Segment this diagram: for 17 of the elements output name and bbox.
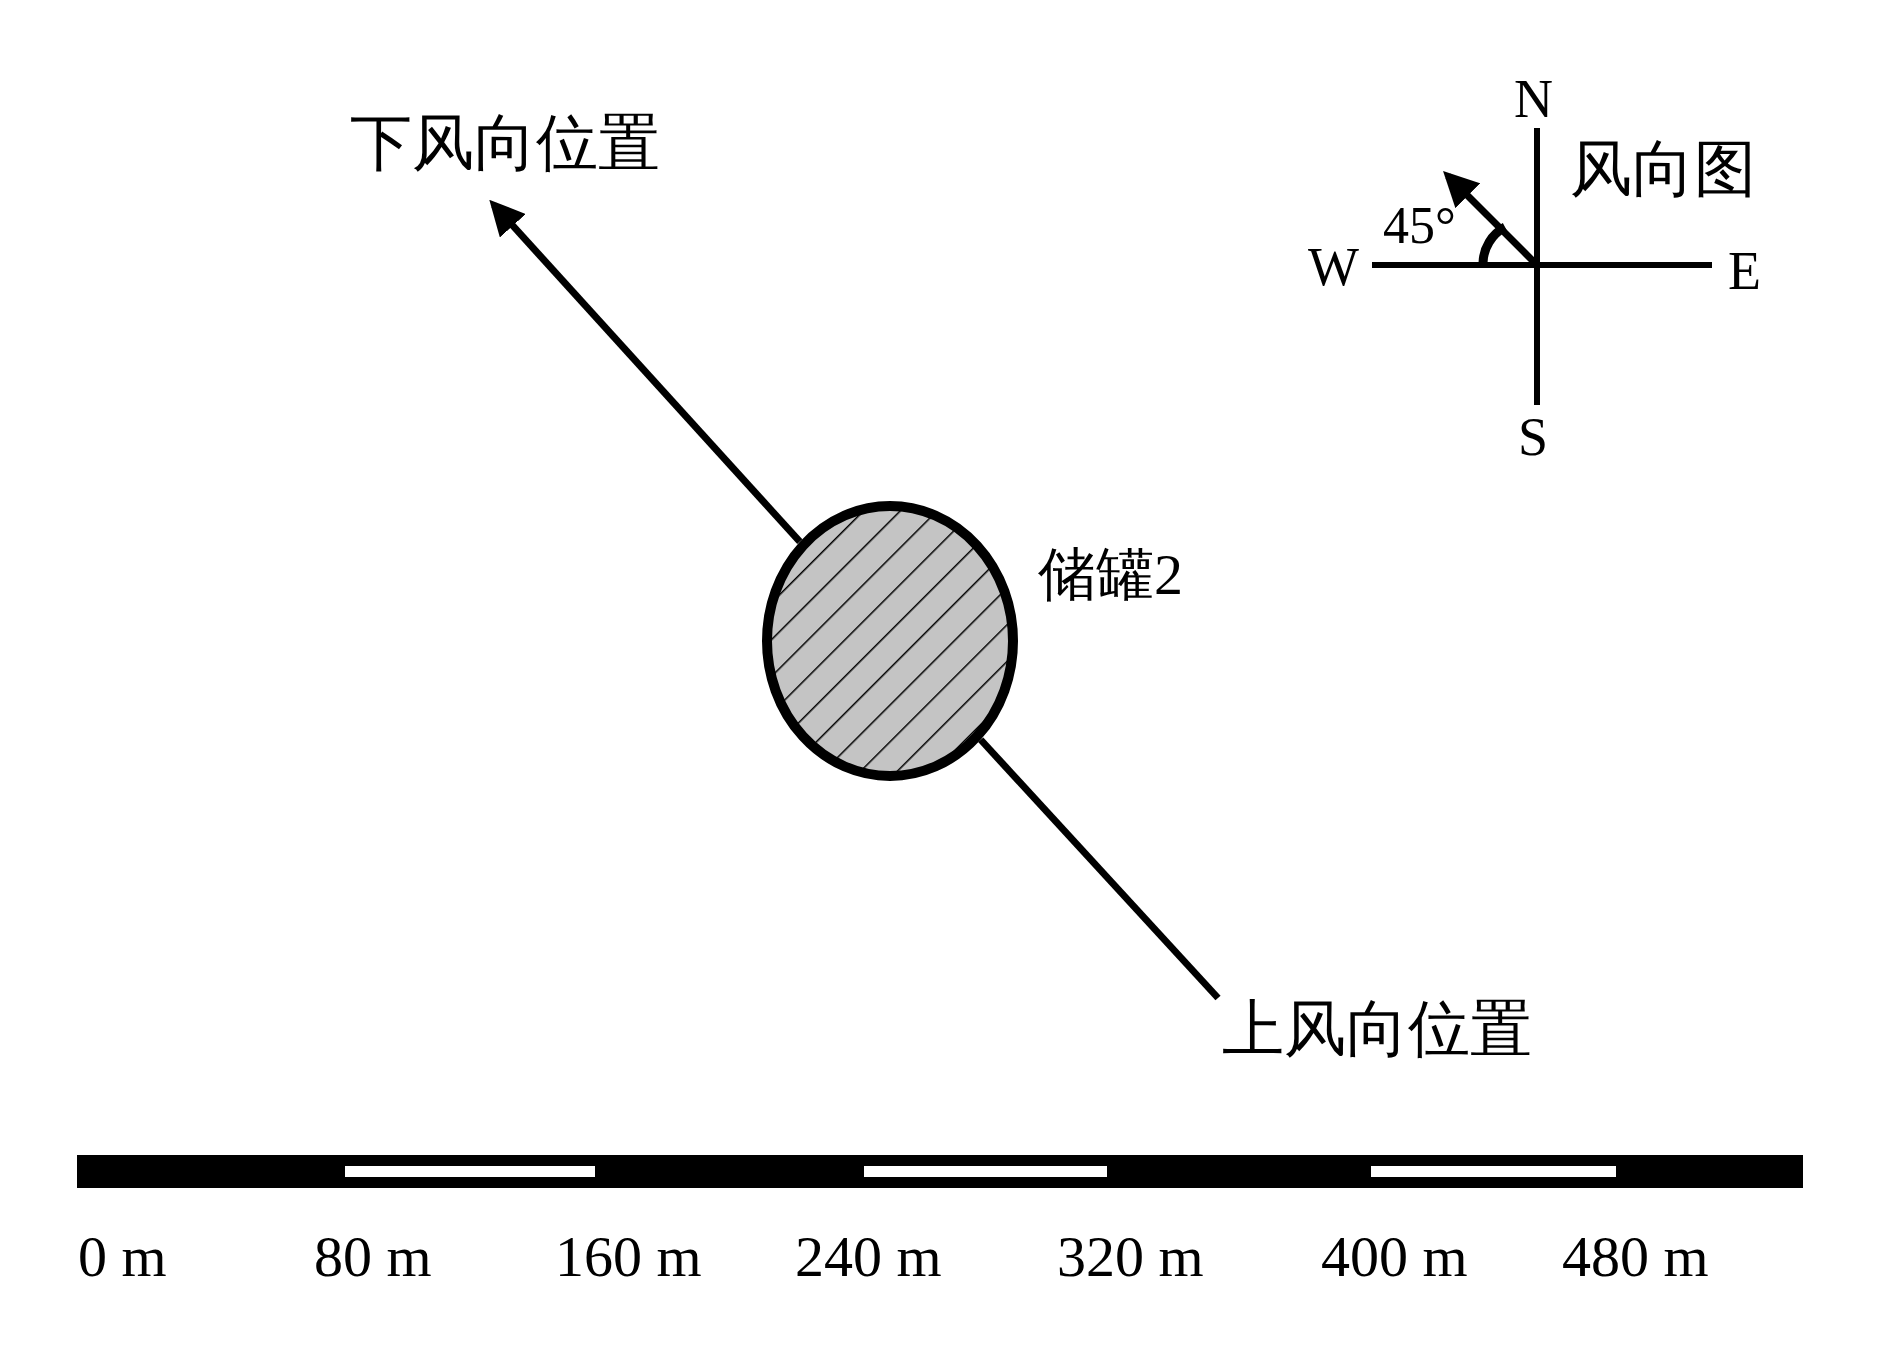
scale-label: 0 m xyxy=(78,1228,167,1286)
angle-label: 45° xyxy=(1383,200,1456,252)
scale-label: 400 m xyxy=(1321,1228,1468,1286)
compass-direction: W xyxy=(1308,240,1359,294)
tank-label: 储罐2 xyxy=(1038,546,1183,604)
scale-label: 240 m xyxy=(795,1228,942,1286)
location-label: 下风向位置 xyxy=(350,112,690,178)
scale-label: 320 m xyxy=(1057,1228,1204,1286)
wind-direction-arrow xyxy=(489,199,803,545)
compass-title: 风向图 xyxy=(1570,138,1756,200)
compass-direction: S xyxy=(1518,410,1549,464)
scale-label: 480 m xyxy=(1562,1228,1709,1286)
compass-direction: E xyxy=(1728,244,1761,298)
scale-label: 160 m xyxy=(555,1228,702,1286)
location-label: 上风向位置 xyxy=(1222,998,1562,1064)
compass-direction: N xyxy=(1514,72,1553,126)
scale-label: 80 m xyxy=(314,1228,432,1286)
